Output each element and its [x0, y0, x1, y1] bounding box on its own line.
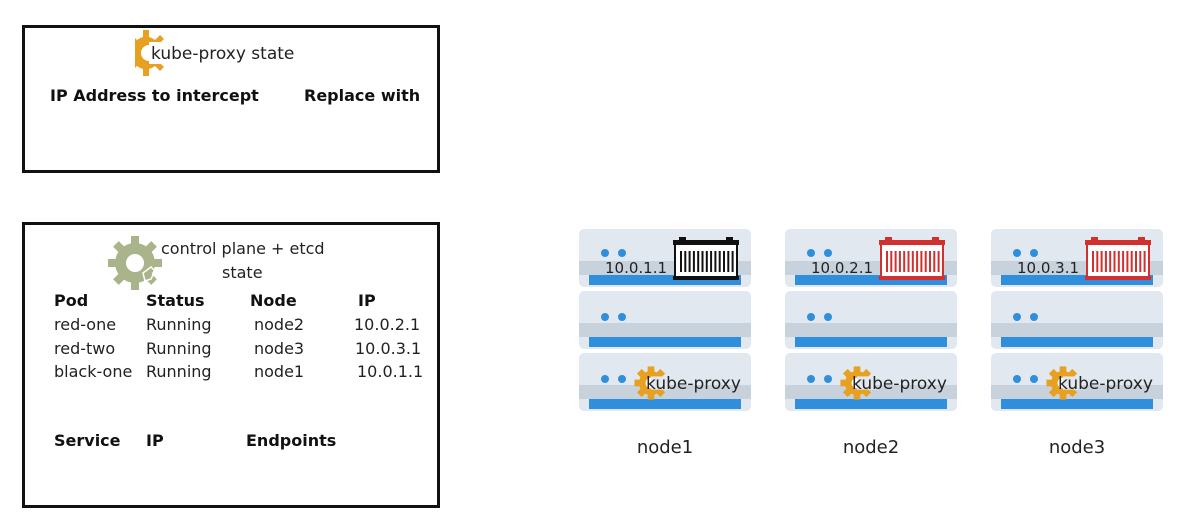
status-led — [1013, 313, 1021, 321]
pod-name: red-two — [54, 339, 116, 358]
kube-proxy-state-panel: kube-proxy state IP Address to intercept… — [22, 25, 440, 173]
status-led — [1013, 249, 1021, 257]
pod-node: node3 — [254, 339, 305, 358]
pod-ip: 10.0.1.1 — [357, 362, 424, 381]
status-led — [824, 313, 832, 321]
ip-header: IP — [358, 291, 376, 310]
pod-status: Running — [146, 339, 212, 358]
pod-ip-label: 10.0.2.1 — [811, 259, 873, 277]
status-led — [618, 313, 626, 321]
kube-proxy-label: kube-proxy — [1058, 374, 1153, 394]
gear-icon — [1046, 366, 1083, 400]
gear-icon — [108, 236, 162, 290]
server-icon: 10.0.1.1 kube-proxy — [579, 229, 751, 411]
status-led — [1030, 249, 1038, 257]
status-led — [824, 249, 832, 257]
status-led — [601, 313, 609, 321]
control-plane-state-panel: control plane + etcd state Pod Status No… — [22, 222, 440, 508]
pod-node: node2 — [254, 315, 305, 334]
server-unit — [785, 291, 957, 349]
endpoints-header: Endpoints — [246, 431, 337, 450]
server-icon: 10.0.2.1 kube-proxy — [785, 229, 957, 411]
server-unit — [579, 291, 751, 349]
service-ip-header: IP — [146, 431, 164, 450]
node-label: node2 — [842, 437, 900, 458]
pod-status: Running — [146, 362, 212, 381]
pod-name: red-one — [54, 315, 117, 334]
kube-proxy-label: kube-proxy — [852, 374, 947, 394]
node-label: node1 — [636, 437, 694, 458]
kube-proxy-state-title: kube-proxy state — [151, 44, 295, 64]
container-icon — [879, 237, 945, 280]
container-icon — [1085, 237, 1151, 280]
pod-name: black-one — [54, 362, 133, 381]
gear-icon — [634, 366, 671, 400]
gear-icon — [840, 366, 877, 400]
pod-ip-label: 10.0.3.1 — [1017, 259, 1079, 277]
node-header: Node — [250, 291, 297, 310]
status-led — [824, 375, 832, 383]
pod-ip: 10.0.2.1 — [354, 315, 421, 334]
status-led — [1013, 375, 1021, 383]
kube-proxy-label: kube-proxy — [646, 374, 741, 394]
status-led — [807, 249, 815, 257]
status-led — [601, 249, 609, 257]
status-led — [807, 375, 815, 383]
service-header: Service — [54, 431, 121, 450]
server-icon: 10.0.3.1 kube-proxy — [991, 229, 1163, 411]
status-header: Status — [146, 291, 205, 310]
gear-icon — [135, 30, 175, 76]
status-led — [618, 375, 626, 383]
pod-ip: 10.0.3.1 — [355, 339, 422, 358]
status-led — [1030, 313, 1038, 321]
ip-intercept-header: IP Address to intercept — [50, 86, 259, 105]
pod-node: node1 — [254, 362, 305, 381]
status-led — [601, 375, 609, 383]
pod-status: Running — [146, 315, 212, 334]
pod-ip-label: 10.0.1.1 — [605, 259, 667, 277]
server-unit — [991, 291, 1163, 349]
node-label: node3 — [1048, 437, 1106, 458]
status-led — [807, 313, 815, 321]
replace-with-header: Replace with — [304, 86, 421, 105]
status-led — [1030, 375, 1038, 383]
control-plane-title-line2: state — [222, 263, 263, 282]
container-icon — [673, 237, 739, 280]
pod-header: Pod — [54, 291, 89, 310]
status-led — [618, 249, 626, 257]
control-plane-title: control plane + etcd — [161, 239, 325, 258]
